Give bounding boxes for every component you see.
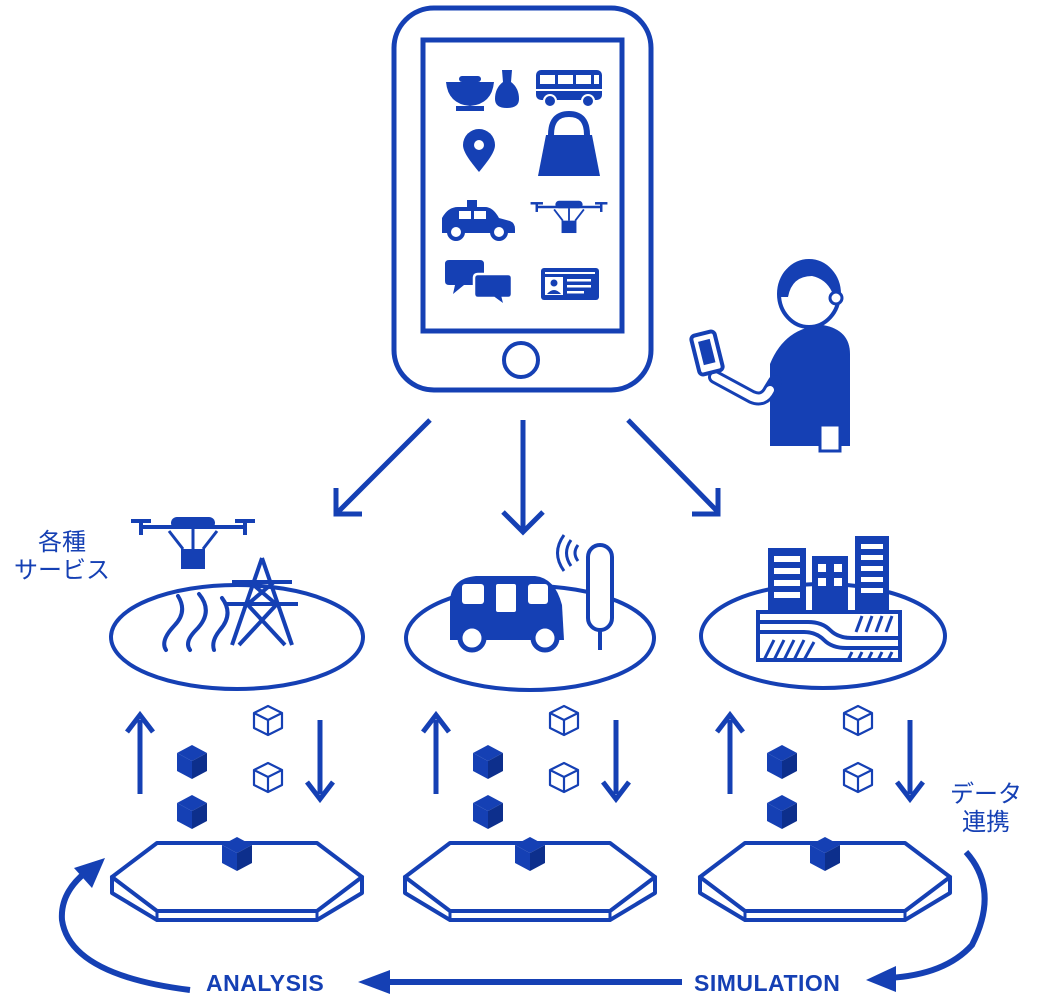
phone-icon bbox=[689, 329, 725, 377]
chat-icon[interactable] bbox=[445, 260, 514, 310]
city-buildings-platform bbox=[699, 536, 947, 690]
map-pin-icon[interactable] bbox=[463, 129, 495, 172]
river-icon bbox=[162, 592, 230, 652]
power-tower-icon bbox=[226, 557, 298, 647]
tablet bbox=[391, 5, 654, 393]
data-stack-center bbox=[423, 706, 629, 829]
id-card-icon[interactable] bbox=[541, 268, 599, 300]
services-label-line1: 各種 bbox=[38, 528, 86, 556]
home-button[interactable] bbox=[502, 341, 540, 379]
sensor-pole-icon bbox=[556, 534, 614, 650]
data-stack-left bbox=[127, 706, 333, 829]
taxi-icon[interactable] bbox=[442, 200, 515, 241]
autonomous-vehicle-platform bbox=[404, 534, 656, 692]
data-stack-right bbox=[717, 706, 923, 829]
distribution-arrows bbox=[333, 418, 721, 536]
simulation-label: SIMULATION bbox=[694, 970, 841, 996]
data-platform-left bbox=[110, 835, 364, 922]
data-link-label-line1: データ bbox=[950, 780, 1022, 808]
data-platform-center bbox=[403, 835, 657, 922]
bowl-bottle-icon[interactable] bbox=[446, 70, 519, 111]
handbag-icon[interactable] bbox=[538, 110, 600, 176]
buildings-icon bbox=[768, 536, 889, 610]
data-link-label: データ 連携 bbox=[950, 780, 1022, 837]
person-with-phone bbox=[689, 259, 850, 453]
bus-icon[interactable] bbox=[536, 70, 602, 108]
drone-power-platform bbox=[109, 515, 365, 691]
analysis-label: ANALYSIS bbox=[206, 970, 325, 996]
drone-icon bbox=[129, 515, 257, 571]
road-icon bbox=[756, 610, 902, 662]
services-label-line2: サービス bbox=[14, 556, 110, 585]
data-link-label-line2: 連携 bbox=[962, 808, 1010, 837]
cycle-arrows bbox=[58, 850, 988, 994]
data-platform-right bbox=[698, 835, 952, 922]
services-label: 各種 サービス bbox=[14, 528, 110, 585]
vehicle-icon bbox=[450, 576, 564, 653]
